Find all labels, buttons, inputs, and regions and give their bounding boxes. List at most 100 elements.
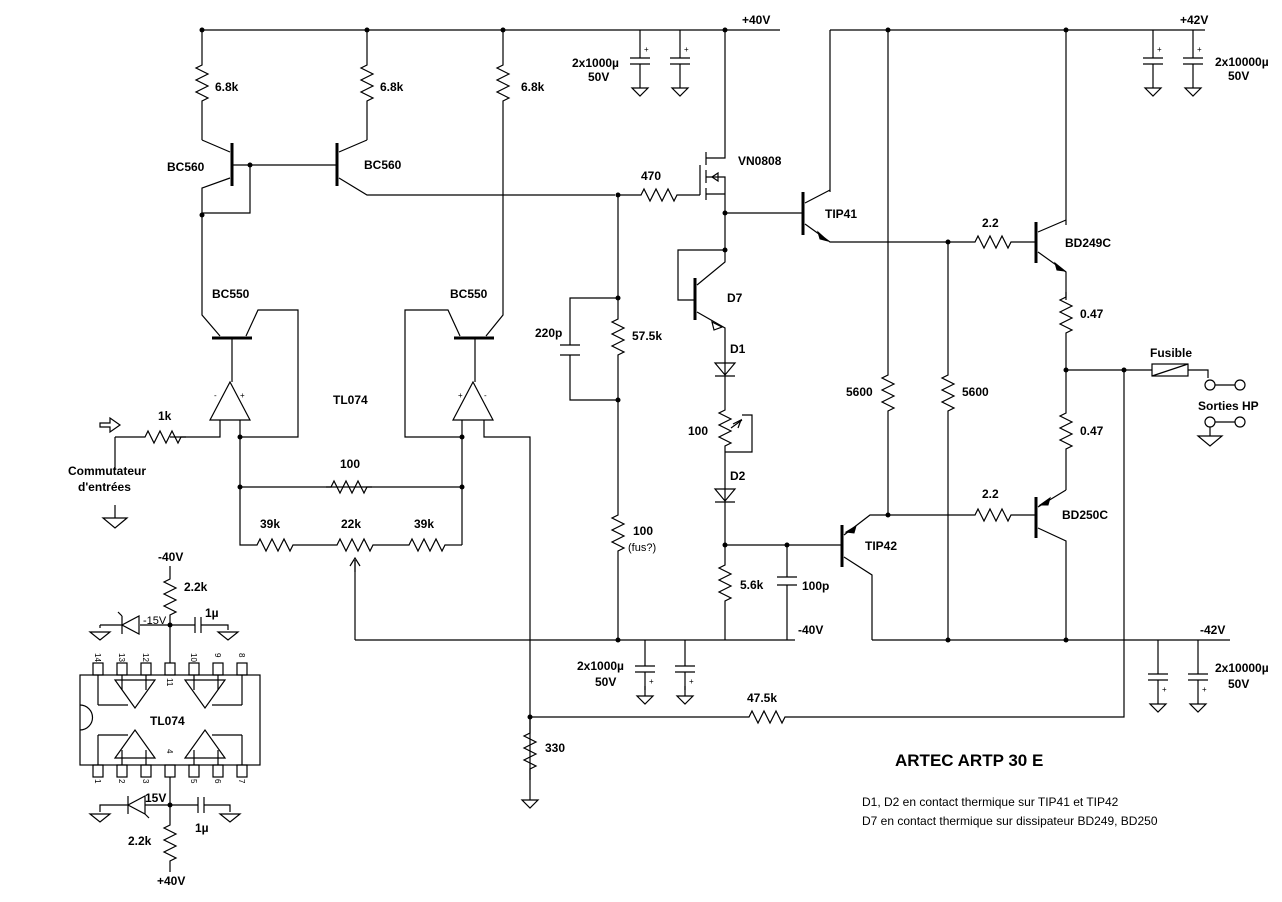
transistor-tip41 (725, 189, 948, 243)
svg-text:39k: 39k (260, 517, 280, 531)
rail-minus-40v (354, 560, 795, 641)
svg-text:1: 1 (93, 779, 102, 784)
svg-text:13: 13 (117, 653, 126, 662)
svg-text:+: + (1202, 685, 1207, 694)
svg-text:4: 4 (165, 749, 174, 754)
svg-text:BD250C: BD250C (1062, 508, 1108, 522)
resistor-chain-offset (239, 487, 462, 572)
svg-text:(fus?): (fus?) (628, 542, 656, 554)
svg-text:TIP41: TIP41 (825, 207, 857, 221)
svg-text:TIP42: TIP42 (865, 539, 897, 553)
svg-text:Fusible: Fusible (1150, 346, 1192, 360)
svg-text:9: 9 (213, 653, 222, 658)
resistor-2-2-bottom (888, 508, 1036, 522)
svg-text:22k: 22k (341, 517, 361, 531)
svg-text:+: + (644, 45, 649, 54)
svg-text:100: 100 (688, 424, 708, 438)
svg-text:10: 10 (189, 653, 198, 662)
ic-label: TL074 (150, 714, 185, 728)
rail-label-minus-40v: -40V (798, 623, 823, 637)
opamp-right (452, 338, 531, 780)
resistor-2-2-top (948, 235, 1036, 249)
resistor-47-5k-feedback (530, 370, 1125, 724)
svg-text:D7: D7 (727, 291, 743, 305)
diode-d1 (713, 360, 737, 405)
cap-label-bottom-right: 2x10000µ (1215, 661, 1269, 675)
svg-text:BC550: BC550 (450, 287, 488, 301)
cap-100p (725, 544, 842, 640)
svg-text:+: + (689, 677, 694, 686)
svg-text:+: + (458, 391, 463, 400)
svg-text:-: - (214, 391, 217, 400)
cap-label-top-right: 2x10000µ (1215, 55, 1269, 69)
svg-text:220p: 220p (535, 326, 562, 340)
resistor-100-fus (611, 400, 625, 640)
svg-text:-15V: -15V (143, 615, 167, 627)
svg-text:+: + (1162, 685, 1167, 694)
svg-text:1k: 1k (158, 409, 172, 423)
svg-text:470: 470 (641, 169, 661, 183)
svg-text:+: + (649, 677, 654, 686)
fuse (1151, 363, 1189, 377)
svg-text:VN0808: VN0808 (738, 154, 782, 168)
svg-text:1µ: 1µ (205, 606, 219, 620)
svg-text:BD249C: BD249C (1065, 236, 1111, 250)
filter-caps-40v-bottom (634, 640, 696, 705)
cap-label-top-left: 2x1000µ (572, 56, 619, 70)
diode-d2 (713, 451, 737, 545)
transistor-tip42 (840, 514, 888, 640)
svg-text:0.47: 0.47 (1080, 307, 1104, 321)
svg-text:3: 3 (141, 779, 150, 784)
svg-text:50V: 50V (595, 675, 616, 689)
svg-text:-40V: -40V (158, 550, 183, 564)
input-arrow-icon (99, 416, 122, 434)
svg-text:2.2k: 2.2k (184, 580, 208, 594)
svg-text:2: 2 (117, 779, 126, 784)
resistor-470 (618, 188, 700, 202)
svg-text:D2: D2 (730, 469, 746, 483)
rail-label-plus-42v: +42V (1180, 13, 1208, 27)
svg-text:6: 6 (213, 779, 222, 784)
opamp-label: TL074 (333, 393, 368, 407)
transistor-bc550-right (404, 300, 504, 438)
filter-caps-42v-top (1142, 30, 1204, 97)
svg-text:+40V: +40V (157, 874, 185, 888)
resistor-5-6k (718, 545, 732, 640)
cap-label-bottom-left: 2x1000µ (577, 659, 624, 673)
output-label: Sorties HP (1198, 399, 1259, 413)
output-wire (1066, 369, 1209, 378)
svg-text:BC560: BC560 (364, 158, 402, 172)
resistor-100-feedback (240, 480, 462, 494)
svg-text:47.5k: 47.5k (747, 691, 777, 705)
rail-label-minus-42v: -42V (1200, 623, 1225, 637)
svg-text:50V: 50V (588, 70, 609, 84)
transistor-bc550-left (201, 215, 299, 438)
svg-text:7: 7 (237, 779, 246, 784)
svg-text:6.8k: 6.8k (215, 80, 239, 94)
note-2: D7 en contact thermique sur dissipateur … (862, 814, 1158, 828)
resistor-1k-input (114, 430, 187, 470)
ic-tl074-pinout (79, 662, 261, 778)
opamp-left (170, 338, 251, 487)
resistor-5600-left (881, 369, 895, 515)
svg-text:50V: 50V (1228, 69, 1249, 83)
svg-text:5600: 5600 (846, 385, 873, 399)
input-label-1: Commutateur (68, 464, 146, 478)
svg-text:2.2: 2.2 (982, 487, 999, 501)
filter-caps-42v-bottom (1147, 640, 1209, 713)
output-terminal-minus (1204, 416, 1216, 428)
resistor-0-47-bottom (1059, 370, 1073, 490)
transistor-bd249c (1034, 219, 1067, 300)
rail-plus-40v (201, 29, 780, 140)
svg-text:50V: 50V (1228, 677, 1249, 691)
svg-text:+: + (684, 45, 689, 54)
rail-label-plus-40v: +40V (742, 13, 770, 27)
resistor-0-47-top (1059, 291, 1073, 370)
transistor-bd250c (1034, 489, 1067, 640)
svg-text:330: 330 (545, 741, 565, 755)
cap-220p (560, 344, 580, 356)
note-1: D1, D2 en contact thermique sur TIP41 et… (862, 795, 1119, 809)
filter-caps-40v-top (629, 30, 691, 97)
svg-text:14: 14 (93, 653, 102, 662)
